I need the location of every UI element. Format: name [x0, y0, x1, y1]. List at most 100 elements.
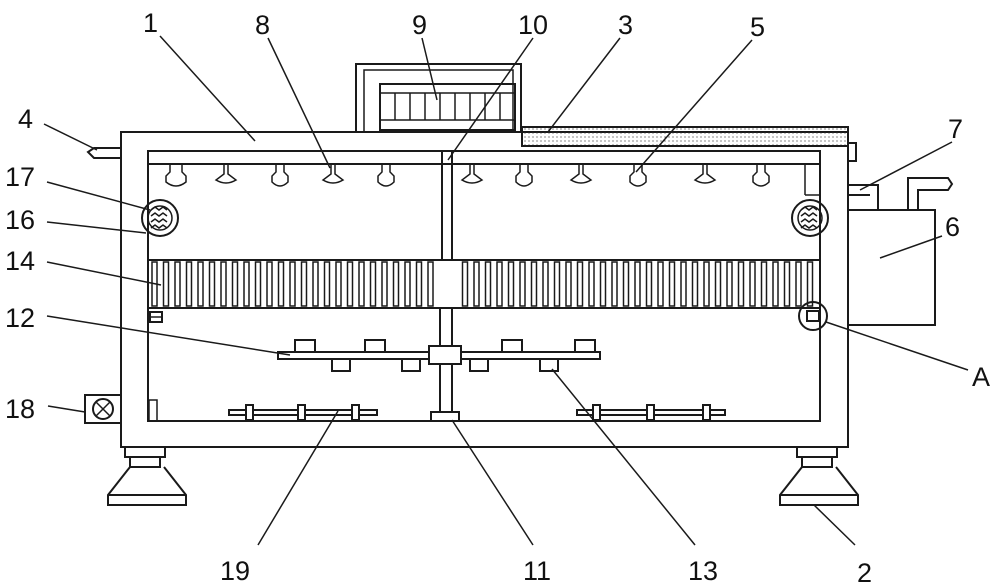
- grating-slat: [404, 261, 411, 307]
- grating-slat: [519, 261, 526, 307]
- nozzle: [271, 164, 289, 187]
- left-foot: [107, 446, 187, 506]
- grating-slat: [484, 261, 492, 307]
- grating-slat: [599, 261, 607, 307]
- right-roller: [791, 199, 829, 237]
- grating-slat: [496, 261, 503, 307]
- nozzle: [165, 164, 187, 187]
- grating-slat: [473, 261, 480, 307]
- grating-slat: [749, 261, 756, 307]
- grating-slat: [254, 261, 262, 307]
- callout-5: 5: [750, 12, 765, 42]
- grating-slat: [668, 261, 676, 307]
- callout-2: 2: [857, 558, 872, 588]
- callout-A: A: [972, 362, 990, 392]
- callout-19: 19: [220, 556, 250, 586]
- callout-10: 10: [518, 10, 548, 40]
- grating-slat: [208, 261, 216, 307]
- right-scraper: [576, 404, 726, 421]
- grating-slat: [312, 261, 319, 307]
- grating-slat: [277, 261, 285, 307]
- nozzle: [377, 164, 395, 187]
- grating-slat: [243, 261, 250, 307]
- grating-slat: [795, 261, 802, 307]
- callout-12: 12: [5, 303, 35, 333]
- callout-8: 8: [255, 10, 270, 40]
- callout-3: 3: [618, 10, 633, 40]
- callout-14: 14: [5, 246, 35, 276]
- callout-18: 18: [5, 394, 35, 424]
- nozzle-row: [165, 164, 770, 187]
- callouts: 1 2 3 4 5 6 7 8 9 10 11 12 13 14 16 17 1…: [5, 8, 990, 588]
- callout-4: 4: [18, 104, 33, 134]
- grating-slat: [289, 261, 296, 307]
- grating-slat: [335, 261, 342, 307]
- leader-lines: [43, 35, 969, 546]
- callout-6: 6: [945, 212, 960, 242]
- grating-slat: [346, 261, 354, 307]
- grating-slat: [576, 261, 584, 307]
- nozzle: [515, 164, 533, 187]
- detail-a-marker: [798, 301, 828, 331]
- grating-slat: [622, 261, 630, 307]
- grating-slat: [530, 261, 538, 307]
- grating-slat: [691, 261, 699, 307]
- grating-slat: [231, 261, 239, 307]
- grating-slat: [461, 261, 469, 307]
- grating-slat: [565, 261, 572, 307]
- callout-16: 16: [5, 205, 35, 235]
- grating-slat: [323, 261, 331, 307]
- grating-slat: [737, 261, 745, 307]
- left-scraper: [228, 404, 378, 421]
- left-roller: [141, 199, 179, 237]
- grating-slat: [427, 261, 434, 307]
- filter-grating: [148, 259, 820, 309]
- grating-slat: [197, 261, 204, 307]
- nozzle: [460, 164, 484, 184]
- nozzle: [321, 164, 345, 184]
- grating-slat: [381, 261, 388, 307]
- grating-slat: [553, 261, 561, 307]
- grating-slat: [783, 261, 791, 307]
- side-tank: [804, 142, 954, 326]
- nozzle: [752, 164, 770, 187]
- inner-tab: [148, 399, 158, 422]
- grating-slat: [358, 261, 365, 307]
- grating-slat: [726, 261, 733, 307]
- grating-slat: [369, 261, 377, 307]
- grating-slat: [714, 261, 722, 307]
- grating-slat: [634, 261, 641, 307]
- callout-7: 7: [948, 114, 963, 144]
- grating-slat: [185, 261, 193, 307]
- grating-slat: [772, 261, 779, 307]
- callout-17: 17: [5, 162, 35, 192]
- drain-valve: [84, 394, 122, 424]
- grating-slat: [174, 261, 181, 307]
- grating-slat: [680, 261, 687, 307]
- grating-slat: [300, 261, 308, 307]
- grating-slat: [542, 261, 549, 307]
- grating-slat: [806, 261, 814, 307]
- grating-slat: [507, 261, 515, 307]
- grating-slat: [415, 261, 423, 307]
- grating-slat: [220, 261, 227, 307]
- nozzle: [629, 164, 647, 187]
- grating-slat: [645, 261, 653, 307]
- top-motor: [355, 63, 522, 133]
- grating-slat: [657, 261, 664, 307]
- grating-slat: [162, 261, 170, 307]
- grating-slat: [703, 261, 710, 307]
- nozzle: [569, 164, 593, 184]
- inlet-pipe: [86, 147, 121, 159]
- callout-1: 1: [143, 8, 158, 38]
- callout-9: 9: [412, 10, 427, 40]
- stirring-plate: [277, 339, 601, 372]
- right-foot: [779, 446, 859, 506]
- nozzle: [214, 164, 238, 184]
- central-shaft: [428, 151, 462, 422]
- top-panel: [521, 126, 849, 147]
- callout-11: 11: [523, 556, 551, 586]
- grating-slat: [588, 261, 595, 307]
- nozzle: [693, 164, 717, 184]
